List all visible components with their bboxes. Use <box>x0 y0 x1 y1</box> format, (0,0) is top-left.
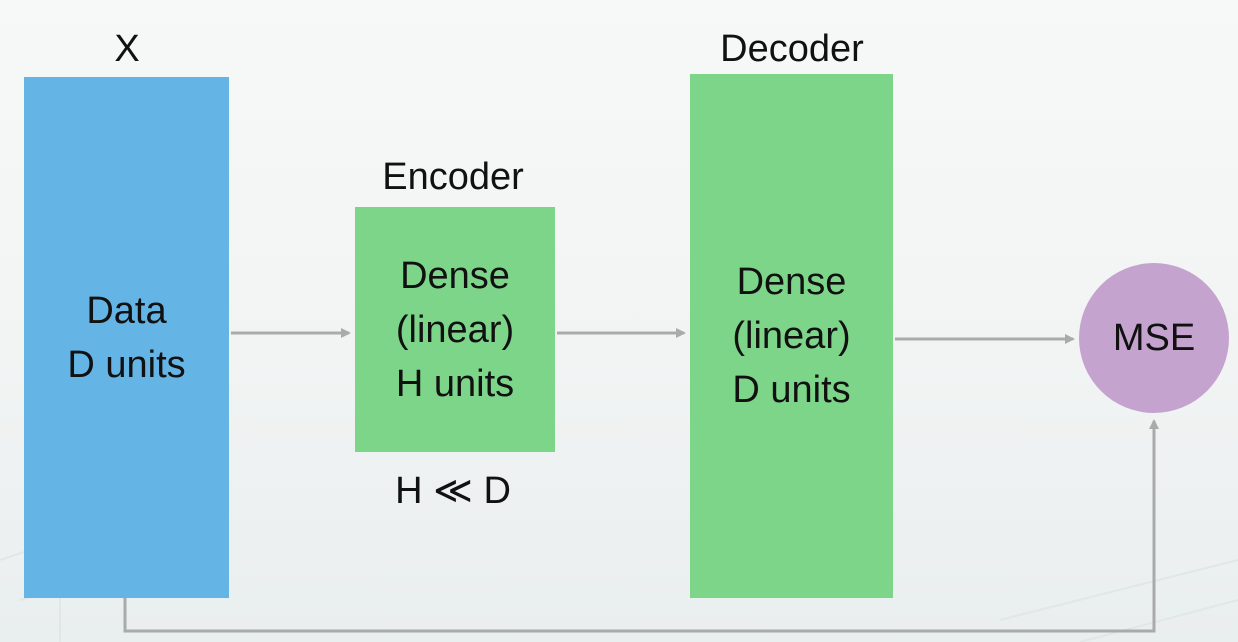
encoder-title: Encoder <box>382 156 524 198</box>
encoder-block: Dense (linear) H units <box>355 207 555 452</box>
decoder-line-units: D units <box>732 369 851 411</box>
encoder-line-units: H units <box>395 362 515 405</box>
input-line-data: Data <box>86 289 167 332</box>
input-data-block: Data D units <box>24 77 229 598</box>
mse-loss-node: MSE <box>1079 263 1229 413</box>
input-line-units: D units <box>67 343 186 386</box>
input-title: X <box>114 28 140 70</box>
decoder-title: Decoder <box>720 28 864 70</box>
decoder-line-dense: Dense <box>736 261 847 303</box>
arrow-input-to-mse-skip <box>123 419 1159 633</box>
encoder-line-linear: (linear) <box>395 308 515 351</box>
decoder-block: Dense (linear) D units <box>690 74 893 598</box>
encoder-note: H ≪ D <box>395 470 511 512</box>
decoder-line-linear: (linear) <box>732 315 851 357</box>
mse-label: MSE <box>1112 316 1196 359</box>
encoder-line-dense: Dense <box>400 254 510 297</box>
